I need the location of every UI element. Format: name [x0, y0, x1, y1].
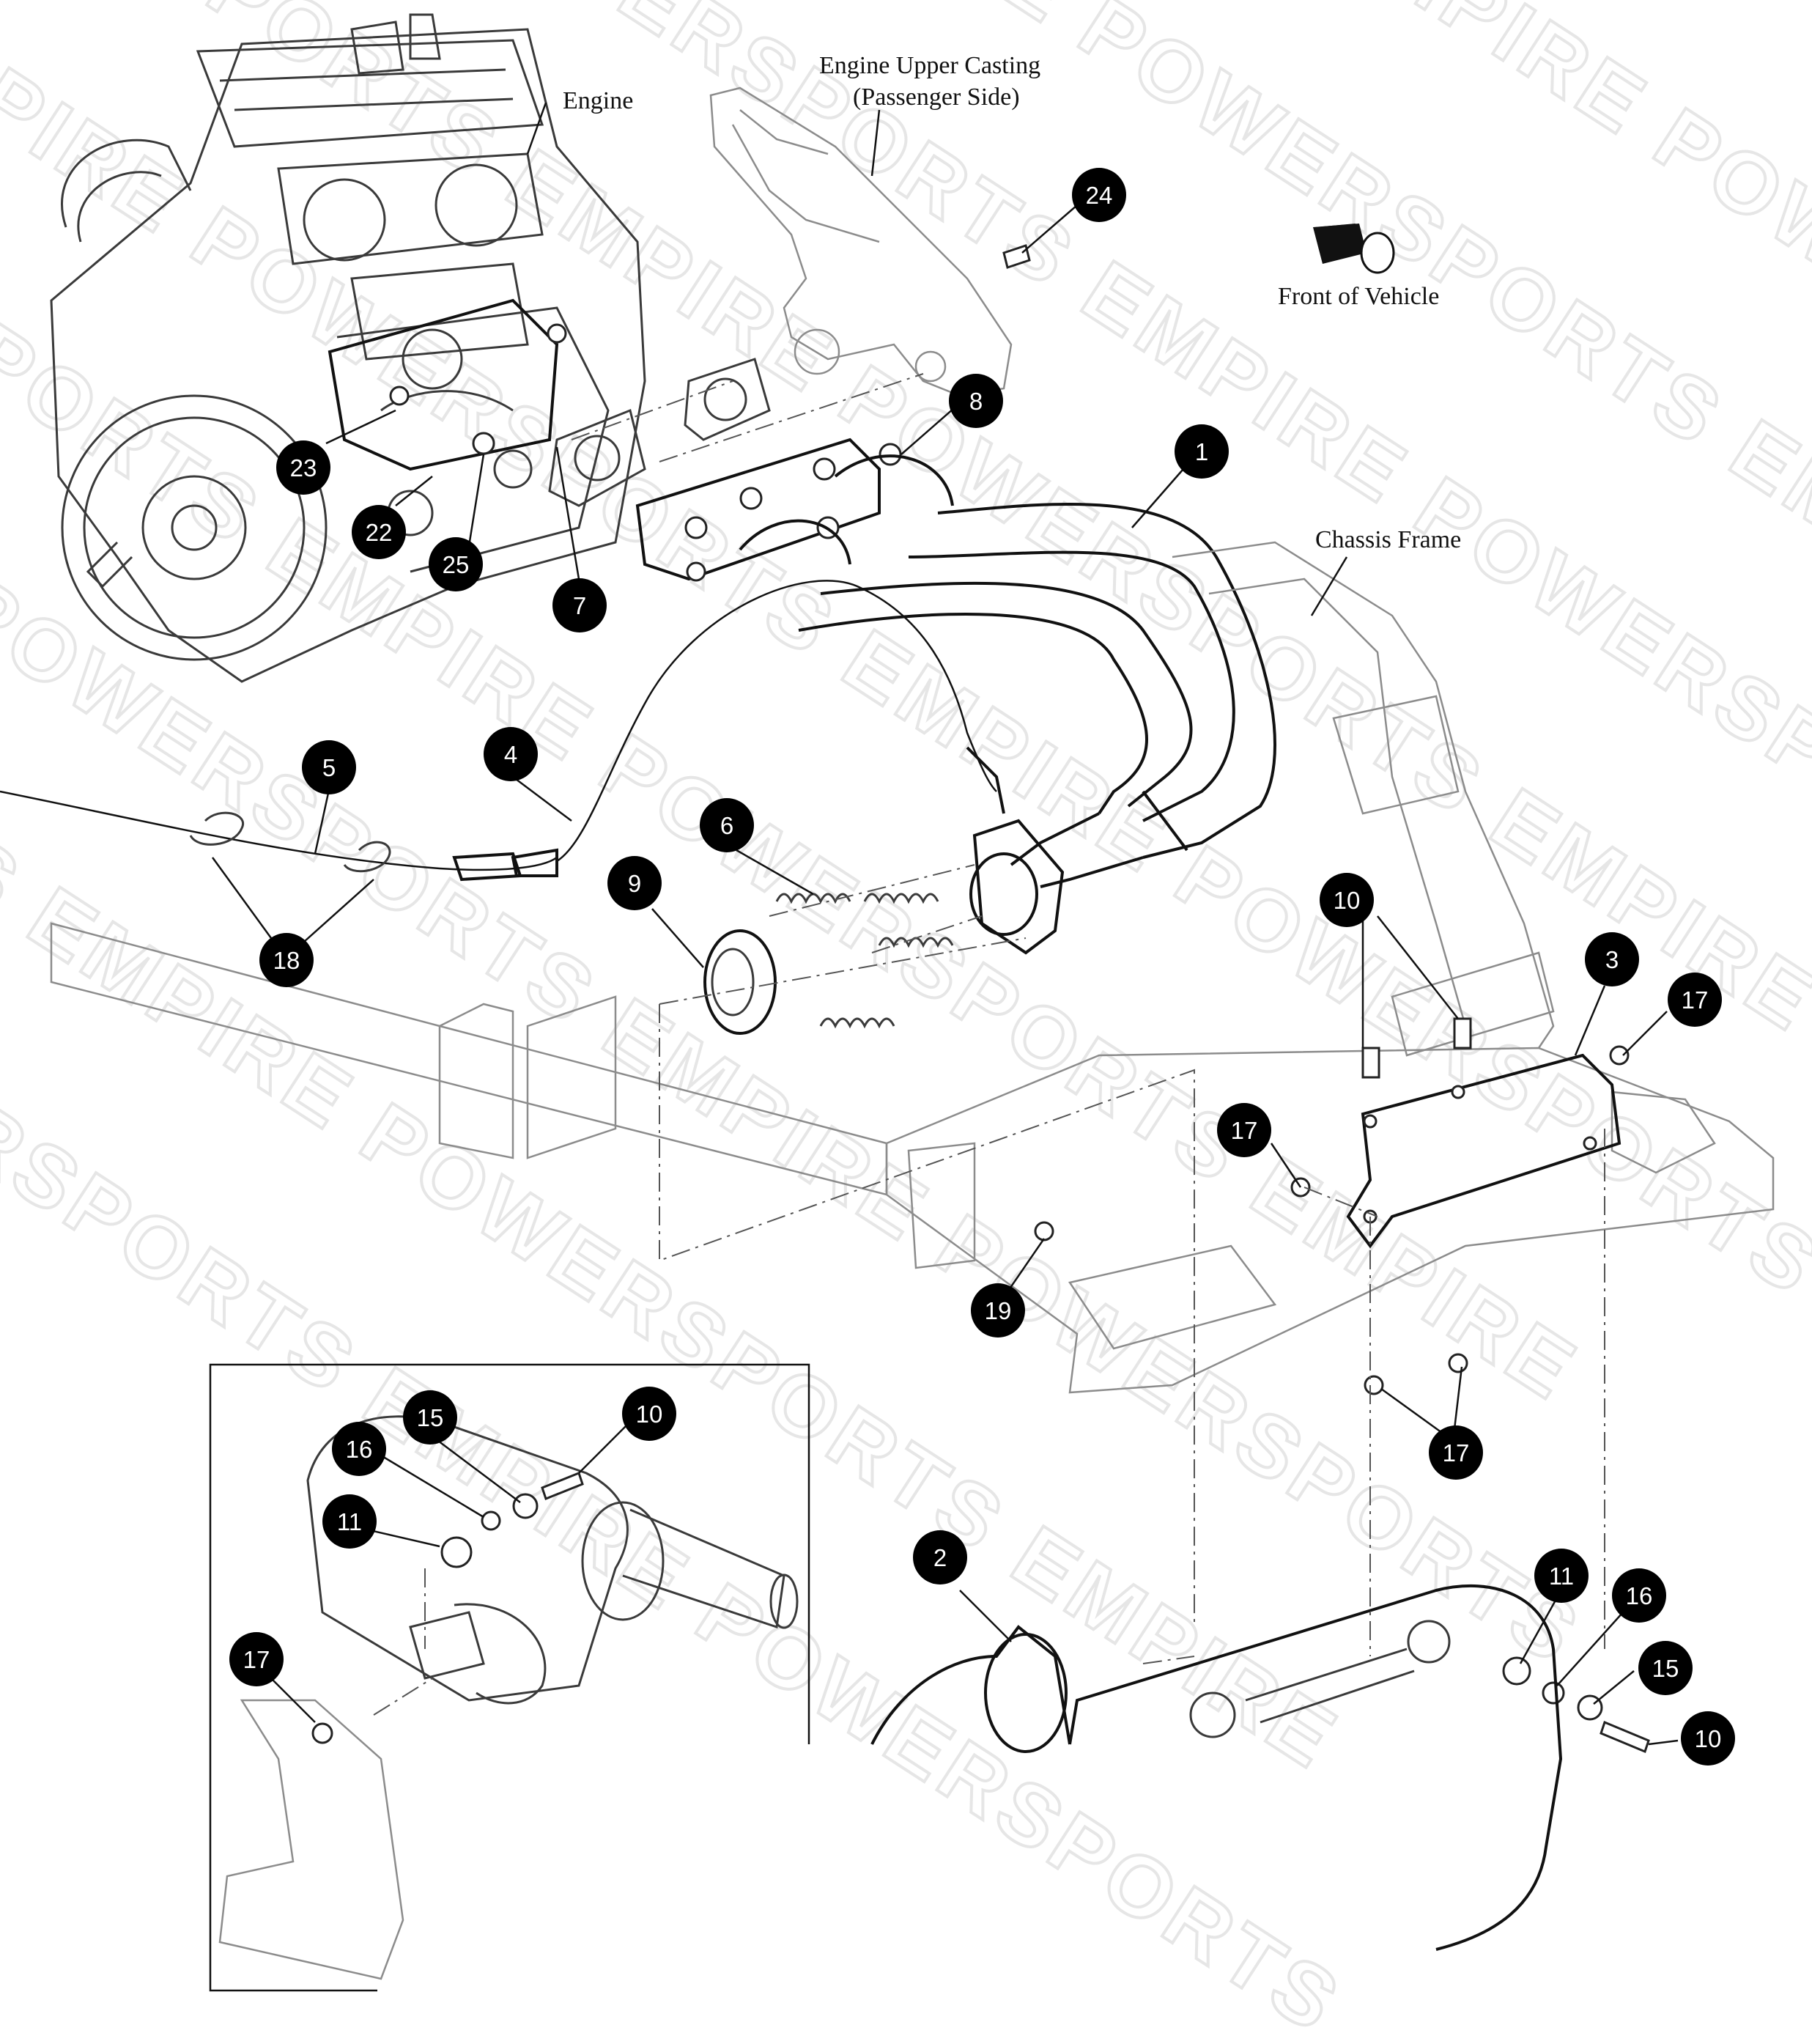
callout-10: 10: [1681, 1711, 1735, 1766]
engine-upper-casting: [709, 86, 1013, 397]
svg-text:15: 15: [1652, 1655, 1679, 1682]
callout-7: 7: [552, 578, 607, 632]
svg-text:7: 7: [573, 592, 586, 619]
text-labels: Engine Engine Upper Casting (Passenger S…: [563, 52, 1461, 553]
svg-text:1: 1: [1195, 438, 1208, 465]
svg-text:25: 25: [443, 551, 470, 578]
callout-8: 8: [949, 374, 1003, 428]
inset-callout-15: 15: [403, 1390, 457, 1445]
hardware: [389, 244, 1650, 1754]
svg-text:24: 24: [1086, 182, 1113, 209]
leader-lines: [211, 102, 1679, 1746]
callout-1: 1: [1175, 424, 1229, 479]
callout-16: 16: [1612, 1568, 1666, 1623]
svg-text:16: 16: [346, 1436, 373, 1463]
callout-2: 2: [913, 1530, 967, 1584]
svg-text:8: 8: [969, 388, 983, 415]
svg-text:5: 5: [322, 754, 336, 781]
callout-24: 24: [1072, 168, 1126, 222]
muffler: [870, 1584, 1563, 1951]
svg-text:9: 9: [628, 870, 641, 897]
svg-text:10: 10: [636, 1401, 663, 1428]
callout-9: 9: [607, 856, 662, 910]
callout-17: 17: [1217, 1103, 1271, 1157]
svg-text:3: 3: [1605, 946, 1619, 973]
heat-shield: [1346, 1053, 1621, 1249]
svg-text:19: 19: [985, 1297, 1012, 1324]
exhaust-manifold: [548, 358, 1276, 955]
inset-callout-10: 10: [622, 1387, 676, 1441]
chassis-frame-label: Chassis Frame: [1315, 526, 1461, 553]
chassis-frame: [50, 541, 1775, 1394]
callout-10: 10: [1320, 873, 1374, 927]
callout-23: 23: [276, 440, 330, 495]
engine-illustration: [50, 13, 646, 683]
svg-text:17: 17: [243, 1646, 270, 1673]
callout-11: 11: [1534, 1549, 1589, 1603]
svg-text:17: 17: [1682, 986, 1709, 1014]
svg-text:6: 6: [720, 812, 733, 839]
svg-text:23: 23: [290, 454, 317, 482]
callout-17: 17: [1668, 973, 1722, 1027]
callout-18: 18: [259, 933, 314, 987]
upper-casting-label-line2: (Passenger Side): [853, 84, 1020, 111]
o2-sensor-wire: [0, 580, 1005, 882]
svg-text:11: 11: [337, 1508, 362, 1535]
callout-22: 22: [352, 505, 406, 559]
callout-17: 17: [1429, 1425, 1483, 1480]
svg-text:18: 18: [273, 947, 300, 974]
callout-5: 5: [302, 740, 356, 794]
svg-text:2: 2: [933, 1544, 947, 1571]
callout-6: 6: [700, 798, 754, 852]
svg-text:17: 17: [1443, 1439, 1470, 1466]
svg-text:16: 16: [1626, 1582, 1653, 1609]
inset-callout-16: 16: [332, 1422, 386, 1476]
callout-3: 3: [1585, 932, 1639, 986]
upper-casting-label-line1: Engine Upper Casting: [819, 52, 1040, 79]
callout-25: 25: [429, 537, 483, 591]
callout-4: 4: [484, 727, 538, 781]
svg-text:10: 10: [1695, 1725, 1722, 1752]
callout-19: 19: [971, 1283, 1025, 1338]
front-of-vehicle-label: Front of Vehicle: [1278, 283, 1439, 310]
engine-label: Engine: [563, 87, 633, 114]
svg-text:17: 17: [1231, 1117, 1258, 1144]
front-of-vehicle-arrow-icon: [1313, 224, 1395, 274]
alignment-lines: [571, 373, 1605, 1664]
inset-callout-17: 17: [229, 1632, 284, 1686]
svg-text:10: 10: [1334, 887, 1361, 914]
callout-15: 15: [1638, 1641, 1693, 1695]
svg-text:4: 4: [504, 741, 517, 768]
svg-text:22: 22: [366, 519, 393, 546]
svg-text:11: 11: [1549, 1562, 1574, 1590]
callouts: 24 8 1 23 22 25 7 5 4 6 9 18 10 3 17 17 …: [229, 168, 1735, 1766]
inset-callout-11: 11: [322, 1494, 377, 1549]
svg-text:15: 15: [417, 1404, 444, 1431]
